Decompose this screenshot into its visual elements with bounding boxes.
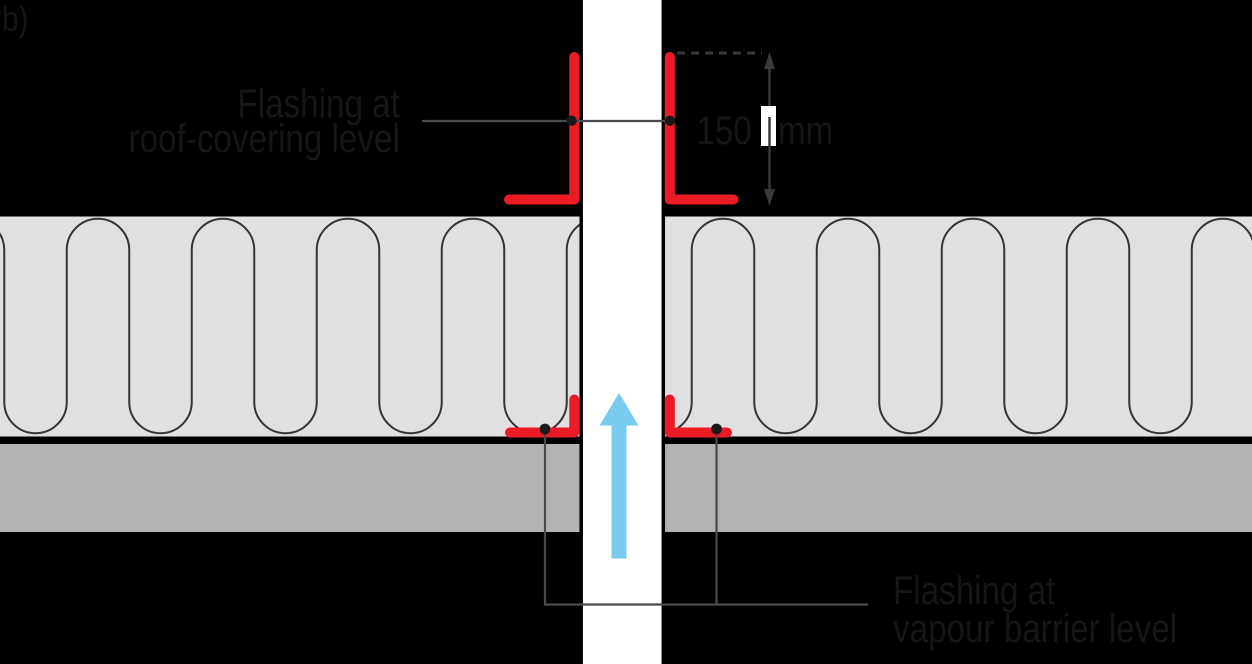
vapour-flashing-right — [664, 394, 732, 438]
roof-flashing-label: Flashing at roof-covering level — [128, 82, 400, 161]
roof-flashing-right — [664, 52, 739, 205]
roof-flashing-label-line1: Flashing at — [237, 82, 400, 126]
dimension-value: 150 — [696, 109, 752, 153]
vapour-flashing-left — [505, 394, 580, 438]
roof-leader-dot-left — [566, 115, 577, 126]
dimension-arrowhead-top — [764, 52, 775, 69]
airflow-up-arrow — [599, 393, 639, 559]
roof-flashing-label-line2: roof-covering level — [128, 117, 400, 161]
vapour-flashing-label-line2: vapour barrier level — [893, 607, 1178, 651]
panel-label: b) — [2, 0, 29, 39]
vapour-flashing-label: Flashing at vapour barrier level — [893, 569, 1178, 651]
roof-leader-dot-right — [664, 115, 676, 126]
vapour-leader-dot-right — [711, 423, 722, 435]
vapour-leader-line-left — [543, 429, 868, 606]
vapour-flashing-label-line1: Flashing at — [893, 569, 1056, 613]
roof-flashing-left — [504, 52, 580, 205]
pipe-penetration — [579, 0, 665, 664]
vapour-leader-dot-left — [539, 423, 551, 435]
dimension-unit: mm — [778, 109, 834, 153]
dimension-arrowhead-bottom — [764, 189, 775, 206]
